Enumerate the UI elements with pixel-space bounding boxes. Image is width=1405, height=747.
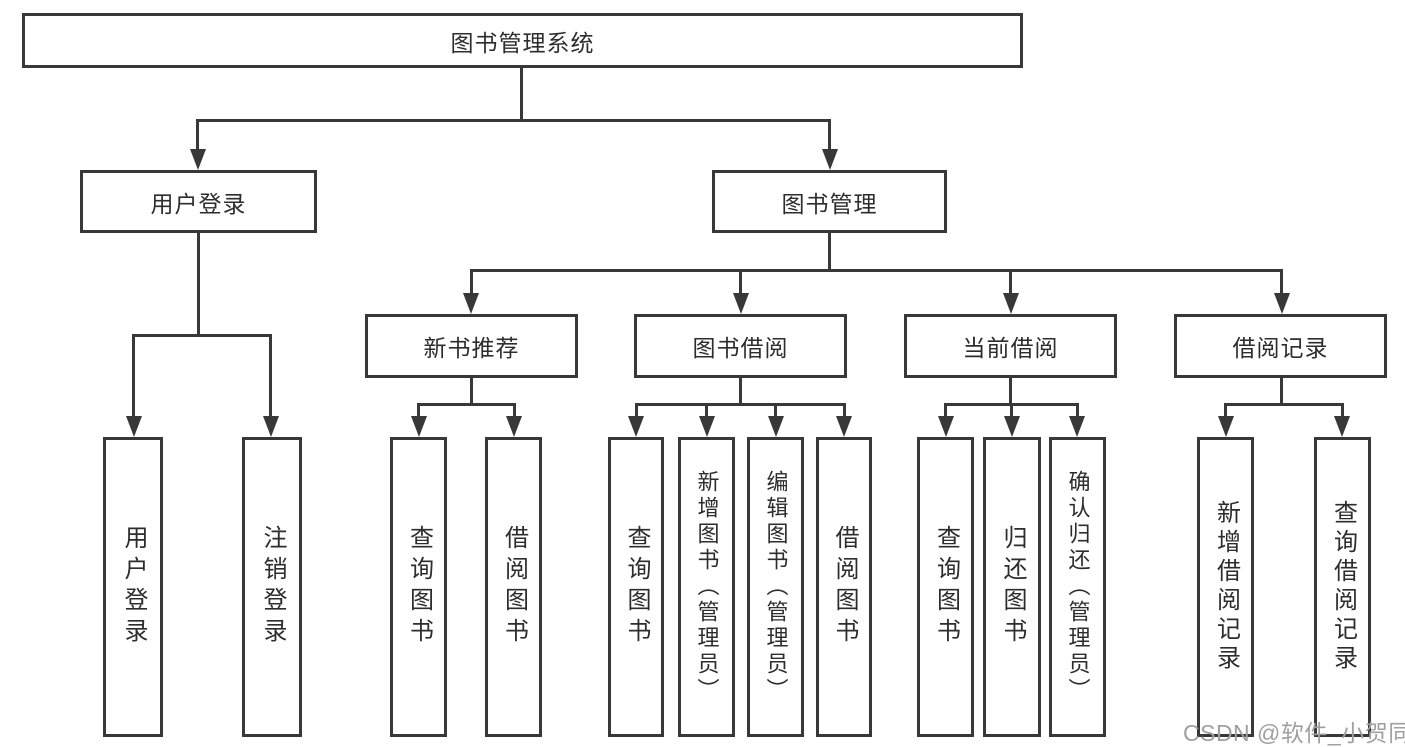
arrow-down-icon	[463, 293, 479, 314]
connector-login-down	[197, 232, 200, 337]
arrow-down-icon	[263, 416, 279, 437]
connector-stem	[944, 403, 947, 418]
connector-recommend-hline	[417, 403, 516, 406]
arrow-down-icon	[1003, 293, 1019, 314]
arrow-down-icon	[411, 416, 427, 437]
arrow-down-icon	[1069, 416, 1085, 437]
connector-stem	[635, 403, 638, 418]
node-book-borrow: 图书借阅	[634, 314, 847, 378]
connector-stem	[1224, 403, 1227, 418]
leaf-add-books-admin: 新增图书（管理员）	[678, 437, 735, 737]
node-book-management-label: 图书管理	[781, 190, 878, 217]
arrow-down-icon	[1004, 416, 1020, 437]
arrow-down-icon	[836, 416, 852, 437]
connector-recommend-stem	[470, 269, 473, 296]
connector-recommend-down	[470, 377, 473, 406]
leaf-recommend-query-books-label: 查询图书	[405, 525, 433, 649]
arrow-down-icon	[190, 149, 206, 170]
arrow-down-icon	[1334, 416, 1350, 437]
leaf-user-login: 用户登录	[103, 437, 163, 737]
connector-borrow-hline	[635, 403, 846, 406]
leaf-edit-books-admin: 编辑图书（管理员）	[747, 437, 804, 737]
arrow-down-icon	[938, 416, 954, 437]
node-new-book-recommend: 新书推荐	[365, 314, 578, 378]
connector-stem	[774, 403, 777, 418]
connector-current-down	[1009, 377, 1012, 406]
node-current-borrow-label: 当前借阅	[962, 335, 1059, 361]
arrow-down-icon	[628, 416, 644, 437]
leaf-borrow-books: 借阅图书	[816, 437, 872, 737]
connector-login-hline	[132, 334, 272, 337]
connector-records-hline	[1224, 403, 1343, 406]
node-root: 图书管理系统	[22, 13, 1023, 68]
arrow-down-icon	[733, 293, 749, 314]
connector-level3-hline	[470, 269, 1282, 272]
node-borrow-records-label: 借阅记录	[1232, 335, 1329, 361]
leaf-query-borrow-record: 查询借阅记录	[1314, 437, 1371, 737]
connector-stem	[1076, 403, 1079, 418]
connector-stem	[705, 403, 708, 418]
node-user-login: 用户登录	[80, 170, 317, 233]
leaf-borrow-books-label: 借阅图书	[831, 525, 858, 649]
arrow-down-icon	[1274, 293, 1290, 314]
connector-login-stem	[196, 119, 199, 155]
leaf-current-query-books: 查询图书	[917, 437, 974, 737]
connector-login-child1-stem	[132, 334, 135, 419]
arrow-down-icon	[699, 416, 715, 437]
leaf-recommend-borrow-books: 借阅图书	[485, 437, 542, 737]
leaf-logout: 注销登录	[242, 437, 302, 737]
leaf-query-borrow-record-label: 查询借阅记录	[1329, 500, 1357, 674]
leaf-add-borrow-record-label: 新增借阅记录	[1212, 500, 1240, 674]
connector-borrow-stem	[739, 269, 742, 296]
node-root-label: 图书管理系统	[450, 29, 595, 56]
csdn-watermark: CSDN @软件_小贺同学	[1183, 720, 1405, 746]
node-user-login-label: 用户登录	[150, 190, 247, 217]
leaf-confirm-return-admin-label: 确认归还（管理员）	[1065, 470, 1091, 704]
connector-records-down	[1280, 377, 1283, 406]
leaf-user-login-label: 用户登录	[120, 525, 147, 649]
arrow-down-icon	[126, 416, 142, 437]
leaf-recommend-query-books: 查询图书	[390, 437, 447, 737]
leaf-edit-books-admin-label: 编辑图书（管理员）	[763, 470, 789, 704]
leaf-return-books: 归还图书	[983, 437, 1041, 737]
connector-stem	[513, 403, 516, 418]
leaf-logout-label: 注销登录	[259, 525, 286, 649]
connector-stem	[1341, 403, 1344, 418]
node-book-borrow-label: 图书借阅	[692, 335, 789, 361]
leaf-return-books-label: 归还图书	[999, 525, 1026, 649]
leaf-borrow-query-books: 查询图书	[608, 437, 664, 737]
leaf-add-borrow-record: 新增借阅记录	[1197, 437, 1254, 737]
connector-stem	[843, 403, 846, 418]
node-new-book-recommend-label: 新书推荐	[423, 335, 520, 361]
arrow-down-icon	[768, 416, 784, 437]
connector-borrow-down	[739, 377, 742, 406]
connector-mgmt-stem	[828, 119, 831, 155]
leaf-recommend-borrow-books-label: 借阅图书	[500, 525, 528, 649]
leaf-borrow-query-books-label: 查询图书	[623, 525, 650, 649]
connector-records-stem	[1280, 269, 1283, 296]
connector-current-stem	[1009, 269, 1012, 296]
connector-root-stem	[520, 68, 523, 120]
arrow-down-icon	[822, 149, 838, 170]
connector-login-child2-stem	[269, 334, 272, 419]
arrow-down-icon	[1218, 416, 1234, 437]
leaf-confirm-return-admin: 确认归还（管理员）	[1049, 437, 1106, 737]
connector-stem	[1010, 403, 1013, 418]
connector-level2-hline	[196, 119, 831, 122]
connector-stem	[417, 403, 420, 418]
connector-mgmt-down	[828, 232, 831, 272]
node-current-borrow: 当前借阅	[904, 314, 1117, 378]
leaf-current-query-books-label: 查询图书	[932, 525, 960, 649]
node-book-management: 图书管理	[712, 170, 947, 233]
arrow-down-icon	[506, 416, 522, 437]
leaf-add-books-admin-label: 新增图书（管理员）	[694, 470, 720, 704]
node-borrow-records: 借阅记录	[1174, 314, 1387, 378]
